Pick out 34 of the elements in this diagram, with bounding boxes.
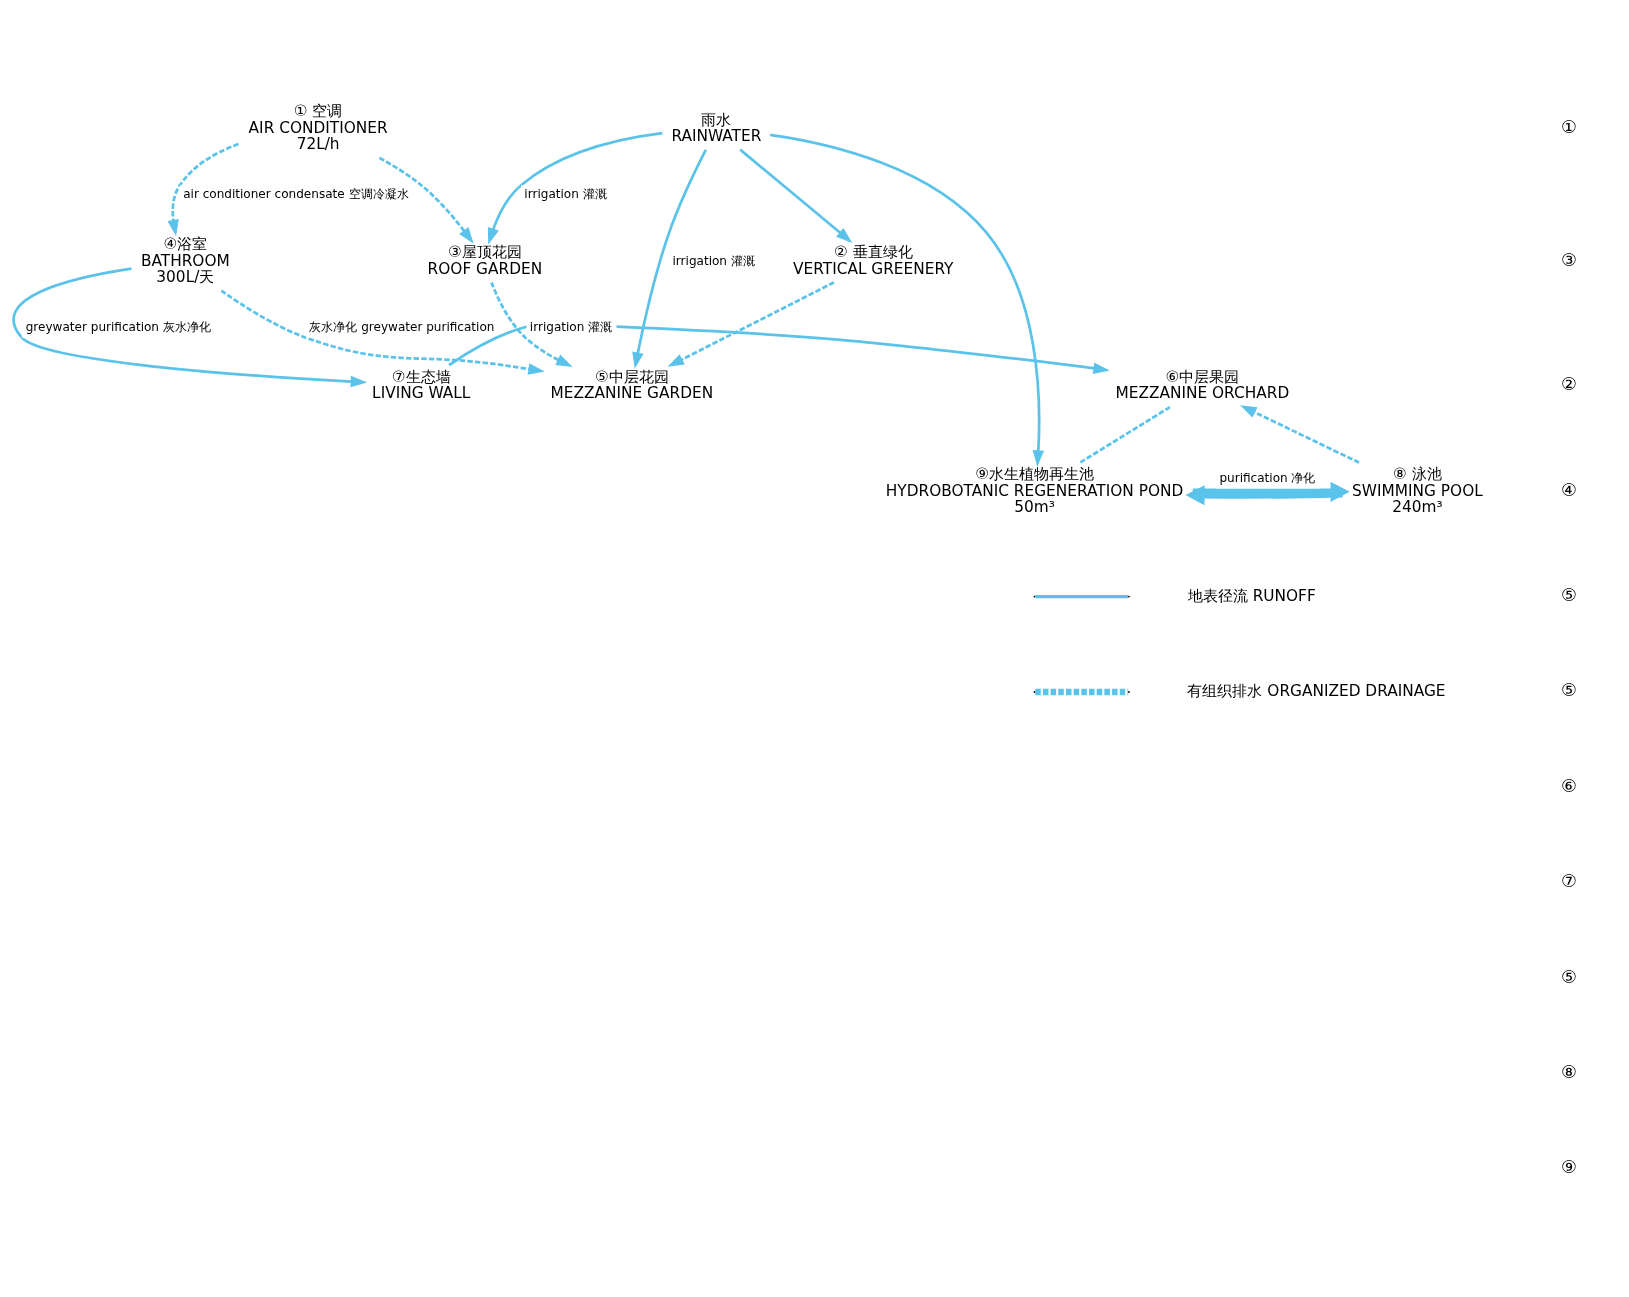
label: ② xyxy=(1560,373,1577,394)
node-text: ③屋顶花园 ROOF GARDEN xyxy=(427,242,543,278)
node-text: ⑦生态墙 LIVING WALL xyxy=(372,367,471,402)
node-text: 雨水 RAINWATER xyxy=(671,110,762,145)
edge-label: purification 净化 xyxy=(1219,470,1316,485)
node-label: 300L/天 xyxy=(156,267,215,286)
legend-label: 有组织排水 ORGANIZED DRAINAGE xyxy=(1187,681,1446,700)
node-label: 50m³ xyxy=(1014,497,1055,516)
edge-label: greywater purification 灰水净化 xyxy=(25,319,211,334)
label: ⑧ xyxy=(1560,1061,1577,1082)
node-text: ⑥中层果园 MEZZANINE ORCHARD xyxy=(1115,367,1290,402)
edge-label: irrigation 灌溉 xyxy=(524,186,607,201)
node-text: ② 垂直绿化 VERTICAL GREENERY xyxy=(793,242,954,278)
node-text: ⑤中层花园 MEZZANINE GARDEN xyxy=(550,367,714,402)
label: ⑦ xyxy=(1560,870,1577,891)
edge-label: 灰水净化 greywater purification xyxy=(309,319,495,334)
node-text: ④浴室 BATHROOM xyxy=(140,234,230,269)
label: ③ xyxy=(1560,249,1577,270)
edge-label: air conditioner condensate 空调冷凝水 xyxy=(183,186,409,201)
legend-label: 地表径流 RUNOFF xyxy=(1187,586,1316,605)
label: ⑨ xyxy=(1560,1156,1577,1177)
label: ④ xyxy=(1560,479,1577,500)
label: ⑤ xyxy=(1560,584,1577,605)
node-text: ⑧ 泳池 SWIMMING POOL xyxy=(1352,464,1483,500)
node-text: ① 空调 AIR CONDITIONER xyxy=(248,101,388,137)
node-label: 72L/h xyxy=(296,134,340,153)
label: ⑥ xyxy=(1560,775,1577,796)
label: ⑤ xyxy=(1560,966,1577,987)
edge-label: irrigation 灌溉 xyxy=(529,319,613,334)
node-label: 240m³ xyxy=(1392,497,1443,516)
edge-label: irrigation 灌溉 xyxy=(672,253,755,268)
node-text: ⑨水生植物再生池 HYDROBOTANIC REGENERATION POND xyxy=(885,464,1184,500)
label: ① xyxy=(1560,116,1577,137)
label: ⑤ xyxy=(1560,679,1577,700)
